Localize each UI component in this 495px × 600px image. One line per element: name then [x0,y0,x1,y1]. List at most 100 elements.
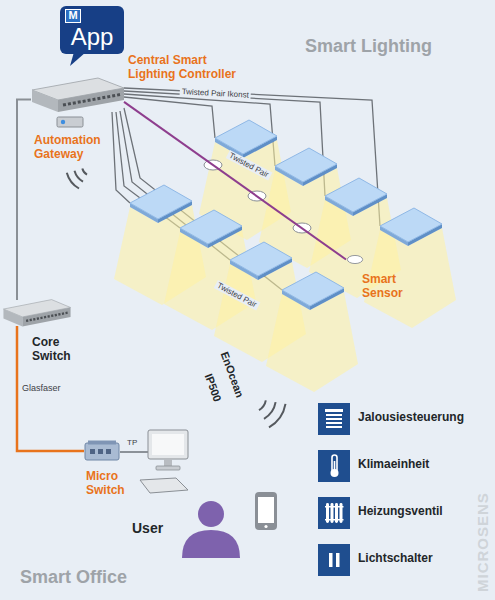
automation-gateway-shape [61,120,65,124]
heating-valve-icon-shape [325,506,344,508]
micro-switch-shape [88,441,116,445]
wireless-waves [75,171,84,182]
micro-switch-shape [98,449,103,454]
desktop-pc [164,459,172,466]
micro-switch-shape [90,449,95,454]
climate-unit-icon-shape [318,450,350,482]
user-figure-shape [180,500,242,558]
climate-unit-icon: Klimaeinheit [318,450,350,482]
heating-valve-icon-shape [318,497,350,529]
ceiling-lamps [364,208,456,328]
heating-valve-icon-shape [325,519,344,521]
desktop-pc [156,466,180,470]
node-label: Automation Gateway [34,134,114,162]
core-switch-shape [3,309,22,326]
blind-control-icon: Jalousiesteuerung [318,403,350,435]
sensor-bus [124,102,346,260]
edge-label: Glasfaser [22,383,61,393]
lighting-controller-shape [32,90,58,112]
smartphone [258,497,274,523]
cable-label: Twisted Pair Ikonst [180,87,252,100]
fiber-link [17,326,84,451]
smartphone [255,492,277,530]
automation-gateway: Automation Gateway [56,116,84,128]
node-label: Smart Sensor [362,273,412,301]
ceiling-lamps [114,120,456,392]
tp-cable [120,451,148,453]
node-label: Core Switch [32,336,82,364]
core-switch-shape [22,307,70,326]
core-switch-shape [2,298,72,328]
climate-unit-icon-shape [334,461,336,472]
desktop-pc [148,430,188,459]
smart-sensor-shape [346,255,364,264]
smartphone [264,525,267,528]
node-label: Micro Switch [86,470,136,498]
cable-label: Twisted Pair [214,280,260,310]
node-label: Klimaeinheit [358,458,429,472]
heating-valve-icon-shape [318,497,350,529]
node-label: User [132,520,163,536]
tp-cable [120,451,148,453]
automation-gateway-shape [56,116,84,128]
lighting-controller-shape [63,95,120,105]
wireless-waves [67,173,79,189]
node-label: Central Smart Lighting Controller [128,54,248,82]
core-switch: Core Switch [2,298,72,328]
node-label: Lichtschalter [358,552,433,566]
lighting-controller-shape [30,76,126,114]
light-switch-icon-shape [318,544,350,576]
cable-label: Twisted Pair [226,150,272,180]
wireless-waves [67,169,286,428]
core-switch-shape [26,313,68,321]
ceiling-lamps [266,272,358,392]
twisted-pair-cables [124,97,215,138]
node-label: App [60,23,124,51]
blind-control-icon-shape [318,403,350,435]
blind-control-icon-shape [326,414,342,416]
radio-standard: EnOcean [218,350,246,399]
desktop-pc [140,430,188,493]
light-switch-icon: Lichtschalter [318,544,350,576]
automation-gateway-shape [57,117,83,127]
desktop-pc [140,478,188,493]
cable-label: TP [127,438,137,447]
lighting-controller-shape [58,88,124,112]
lighting-controller: Central Smart Lighting Controller [30,76,126,114]
blind-control-icon-shape [326,426,342,428]
climate-unit-icon-shape [318,450,350,482]
wireless-waves [82,169,87,175]
light-switch-icon-shape [318,544,350,576]
blind-control-icon-shape [326,422,342,424]
light-switch-icon-shape [336,553,340,567]
wireless-waves [264,402,276,419]
blind-control-icon-shape [326,418,342,420]
user-figure-shape [198,501,224,527]
desktop-pc [152,434,184,455]
node-label: Heizungsventil [358,505,443,519]
blind-control-icon-shape [318,403,350,435]
micro-switch-shape [106,449,111,454]
blind-control-icon-shape [325,409,343,412]
wireless-waves [259,400,266,410]
smartphone [255,492,277,530]
micro-switch: Micro Switch [84,440,120,462]
section-title: Smart Lighting [305,36,432,57]
micro-switch-shape [85,443,119,460]
radio-standard: IP500 [202,372,224,403]
app-bubble-shape [60,6,124,54]
user-figure: User [180,500,242,558]
watermark: MICROSENS [474,492,491,592]
logo-letter: M [65,9,81,23]
app-bubble: MApp [60,6,124,54]
smart-sensor-shape [347,255,362,263]
heating-valve-icon: Heizungsventil [318,497,350,529]
section-title: Smart Office [20,567,127,588]
light-switch-icon-shape [329,553,333,567]
micro-switch-shape [84,440,120,462]
wireless-waves [269,404,286,428]
app-bubble-shape [70,52,86,66]
uplink-cable [17,100,31,300]
